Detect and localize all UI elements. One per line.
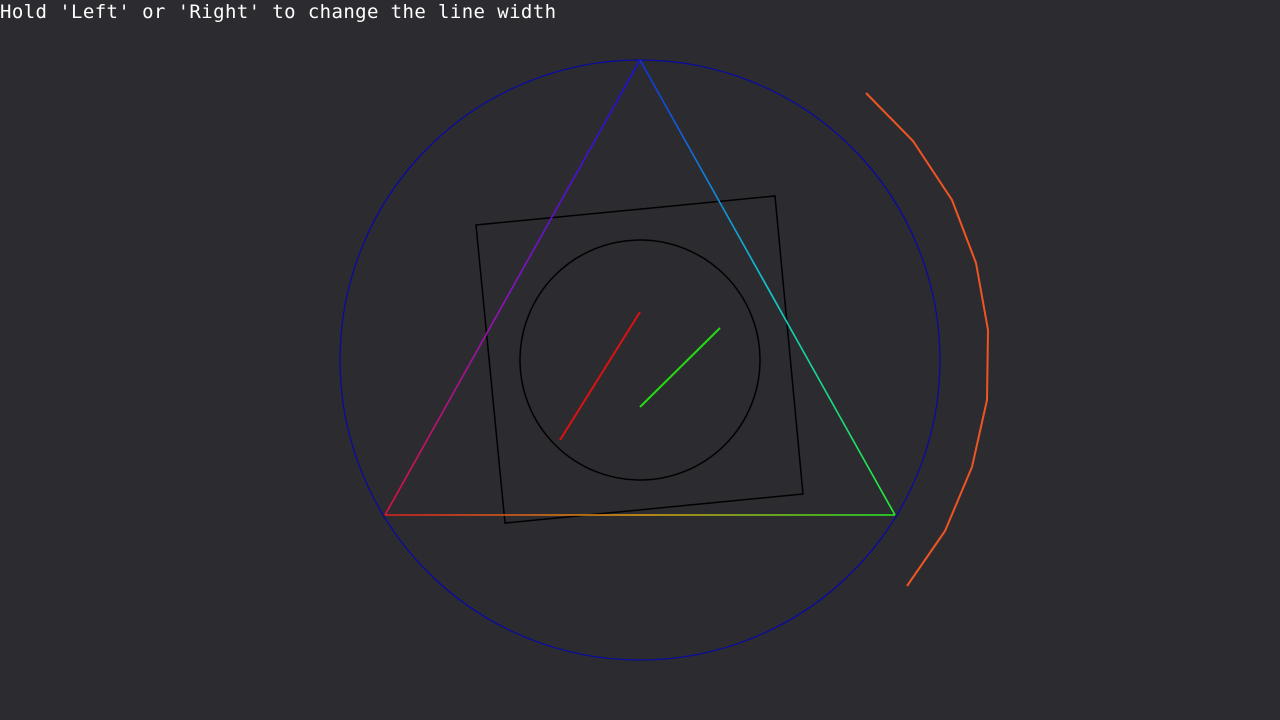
- outer-circle: [339, 59, 941, 661]
- green-line: [639, 327, 721, 408]
- triangle-right-edge: [639, 59, 896, 516]
- triangle-left-edge: [384, 59, 641, 516]
- instruction-text: Hold 'Left' or 'Right' to change the lin…: [0, 1, 557, 23]
- orange-arc: [865, 92, 990, 587]
- inner-circle: [519, 239, 761, 481]
- rotated-square: [475, 195, 804, 524]
- red-line: [559, 311, 641, 441]
